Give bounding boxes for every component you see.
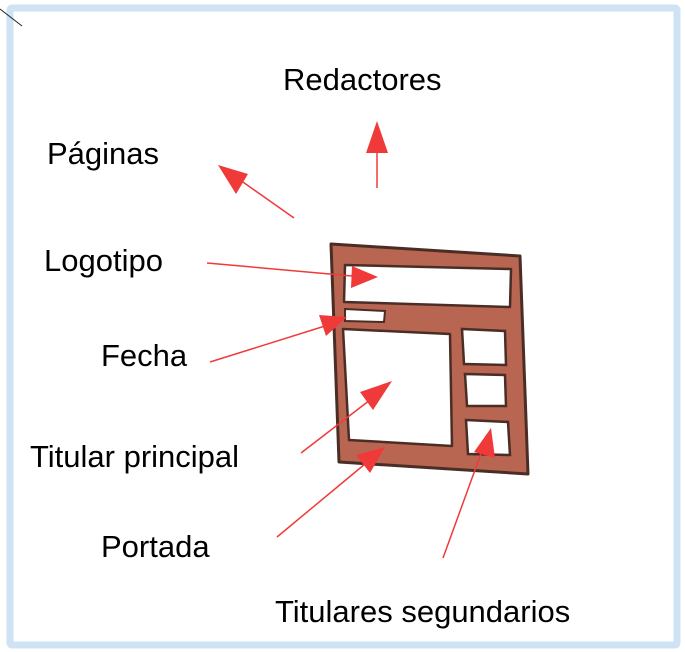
arrowhead-portada [356,447,385,473]
label-logotipo: Logotipo [44,243,163,278]
arrowhead-paginas [218,165,248,194]
secondary-headline-box-1 [460,327,508,367]
arrows [206,121,495,559]
label-titulares-segundarios: Titulares segundarios [275,594,571,629]
newspaper-sketch [329,242,530,476]
arrow-portada [276,463,366,538]
label-fecha: Fecha [101,338,188,373]
date-box [344,307,387,324]
arrowhead-titulares-segundarios [474,428,495,458]
label-titular-principal: Titular principal [30,439,240,474]
arrowhead-redactores [366,121,388,153]
label-portada: Portada [101,529,210,564]
arrowhead-fecha [319,315,347,336]
arrowhead-titular-principal [360,381,392,410]
arrow-titulares-segundarios [442,447,484,559]
arrow-logotipo [206,262,353,277]
corner-stroke [0,8,23,27]
arrow-titular-principal [300,399,371,454]
label-paginas: Páginas [47,136,160,171]
main-headline-box [341,327,454,448]
label-redactores: Redactores [283,62,442,97]
logo-box [342,263,513,309]
arrowhead-logotipo [351,266,378,288]
arrow-fecha [209,325,326,363]
secondary-headline-box-2 [463,372,508,408]
arrow-paginas [239,179,295,219]
